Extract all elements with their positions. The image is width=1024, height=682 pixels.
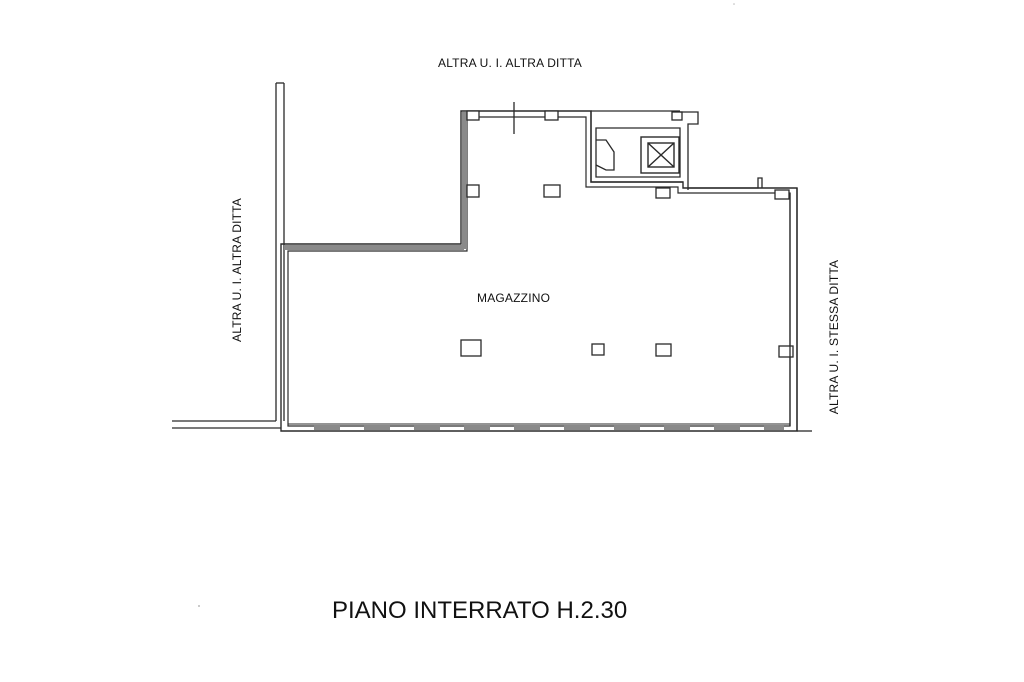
window-icon bbox=[514, 425, 540, 430]
pillar-icon bbox=[591, 343, 605, 356]
window-icon bbox=[664, 425, 690, 430]
pillar-icon bbox=[466, 184, 480, 198]
elevator-block bbox=[590, 110, 763, 190]
floor-title: PIANO INTERRATO H.2.30 bbox=[332, 597, 628, 624]
bottom-left-extension bbox=[172, 420, 281, 429]
window-icon bbox=[364, 425, 390, 430]
window-icon bbox=[564, 425, 590, 430]
window-icon bbox=[414, 425, 440, 430]
right-boundary-wall bbox=[789, 188, 812, 432]
pillar-icon bbox=[460, 339, 482, 357]
magazzino-outer-wall bbox=[280, 110, 798, 432]
window-icon bbox=[764, 425, 784, 430]
pillar-icon bbox=[774, 189, 790, 200]
left-boundary-wall bbox=[275, 82, 285, 421]
room-label-magazzino: MAGAZZINO bbox=[477, 291, 551, 305]
window-icon bbox=[614, 425, 640, 430]
window-icon bbox=[314, 425, 340, 430]
pillar-icon bbox=[544, 110, 559, 121]
label-right-neighbour: ALTRA U. I. STESSA DITTA bbox=[827, 259, 841, 415]
bottom-wall-windows bbox=[288, 423, 790, 432]
pillar-icon bbox=[655, 343, 672, 357]
pillar-icon bbox=[543, 184, 561, 198]
pillars bbox=[460, 110, 794, 358]
paper-specks bbox=[198, 3, 735, 607]
window-icon bbox=[714, 425, 740, 430]
pillar-icon bbox=[778, 345, 794, 358]
elevator-icon bbox=[640, 136, 680, 174]
label-left-neighbour: ALTRA U. I. ALTRA DITTA bbox=[230, 198, 244, 342]
pillar-icon bbox=[655, 187, 671, 199]
pillar-icon bbox=[466, 110, 480, 121]
label-top-neighbour: ALTRA U. I. ALTRA DITTA bbox=[438, 56, 582, 70]
window-icon bbox=[464, 425, 490, 430]
